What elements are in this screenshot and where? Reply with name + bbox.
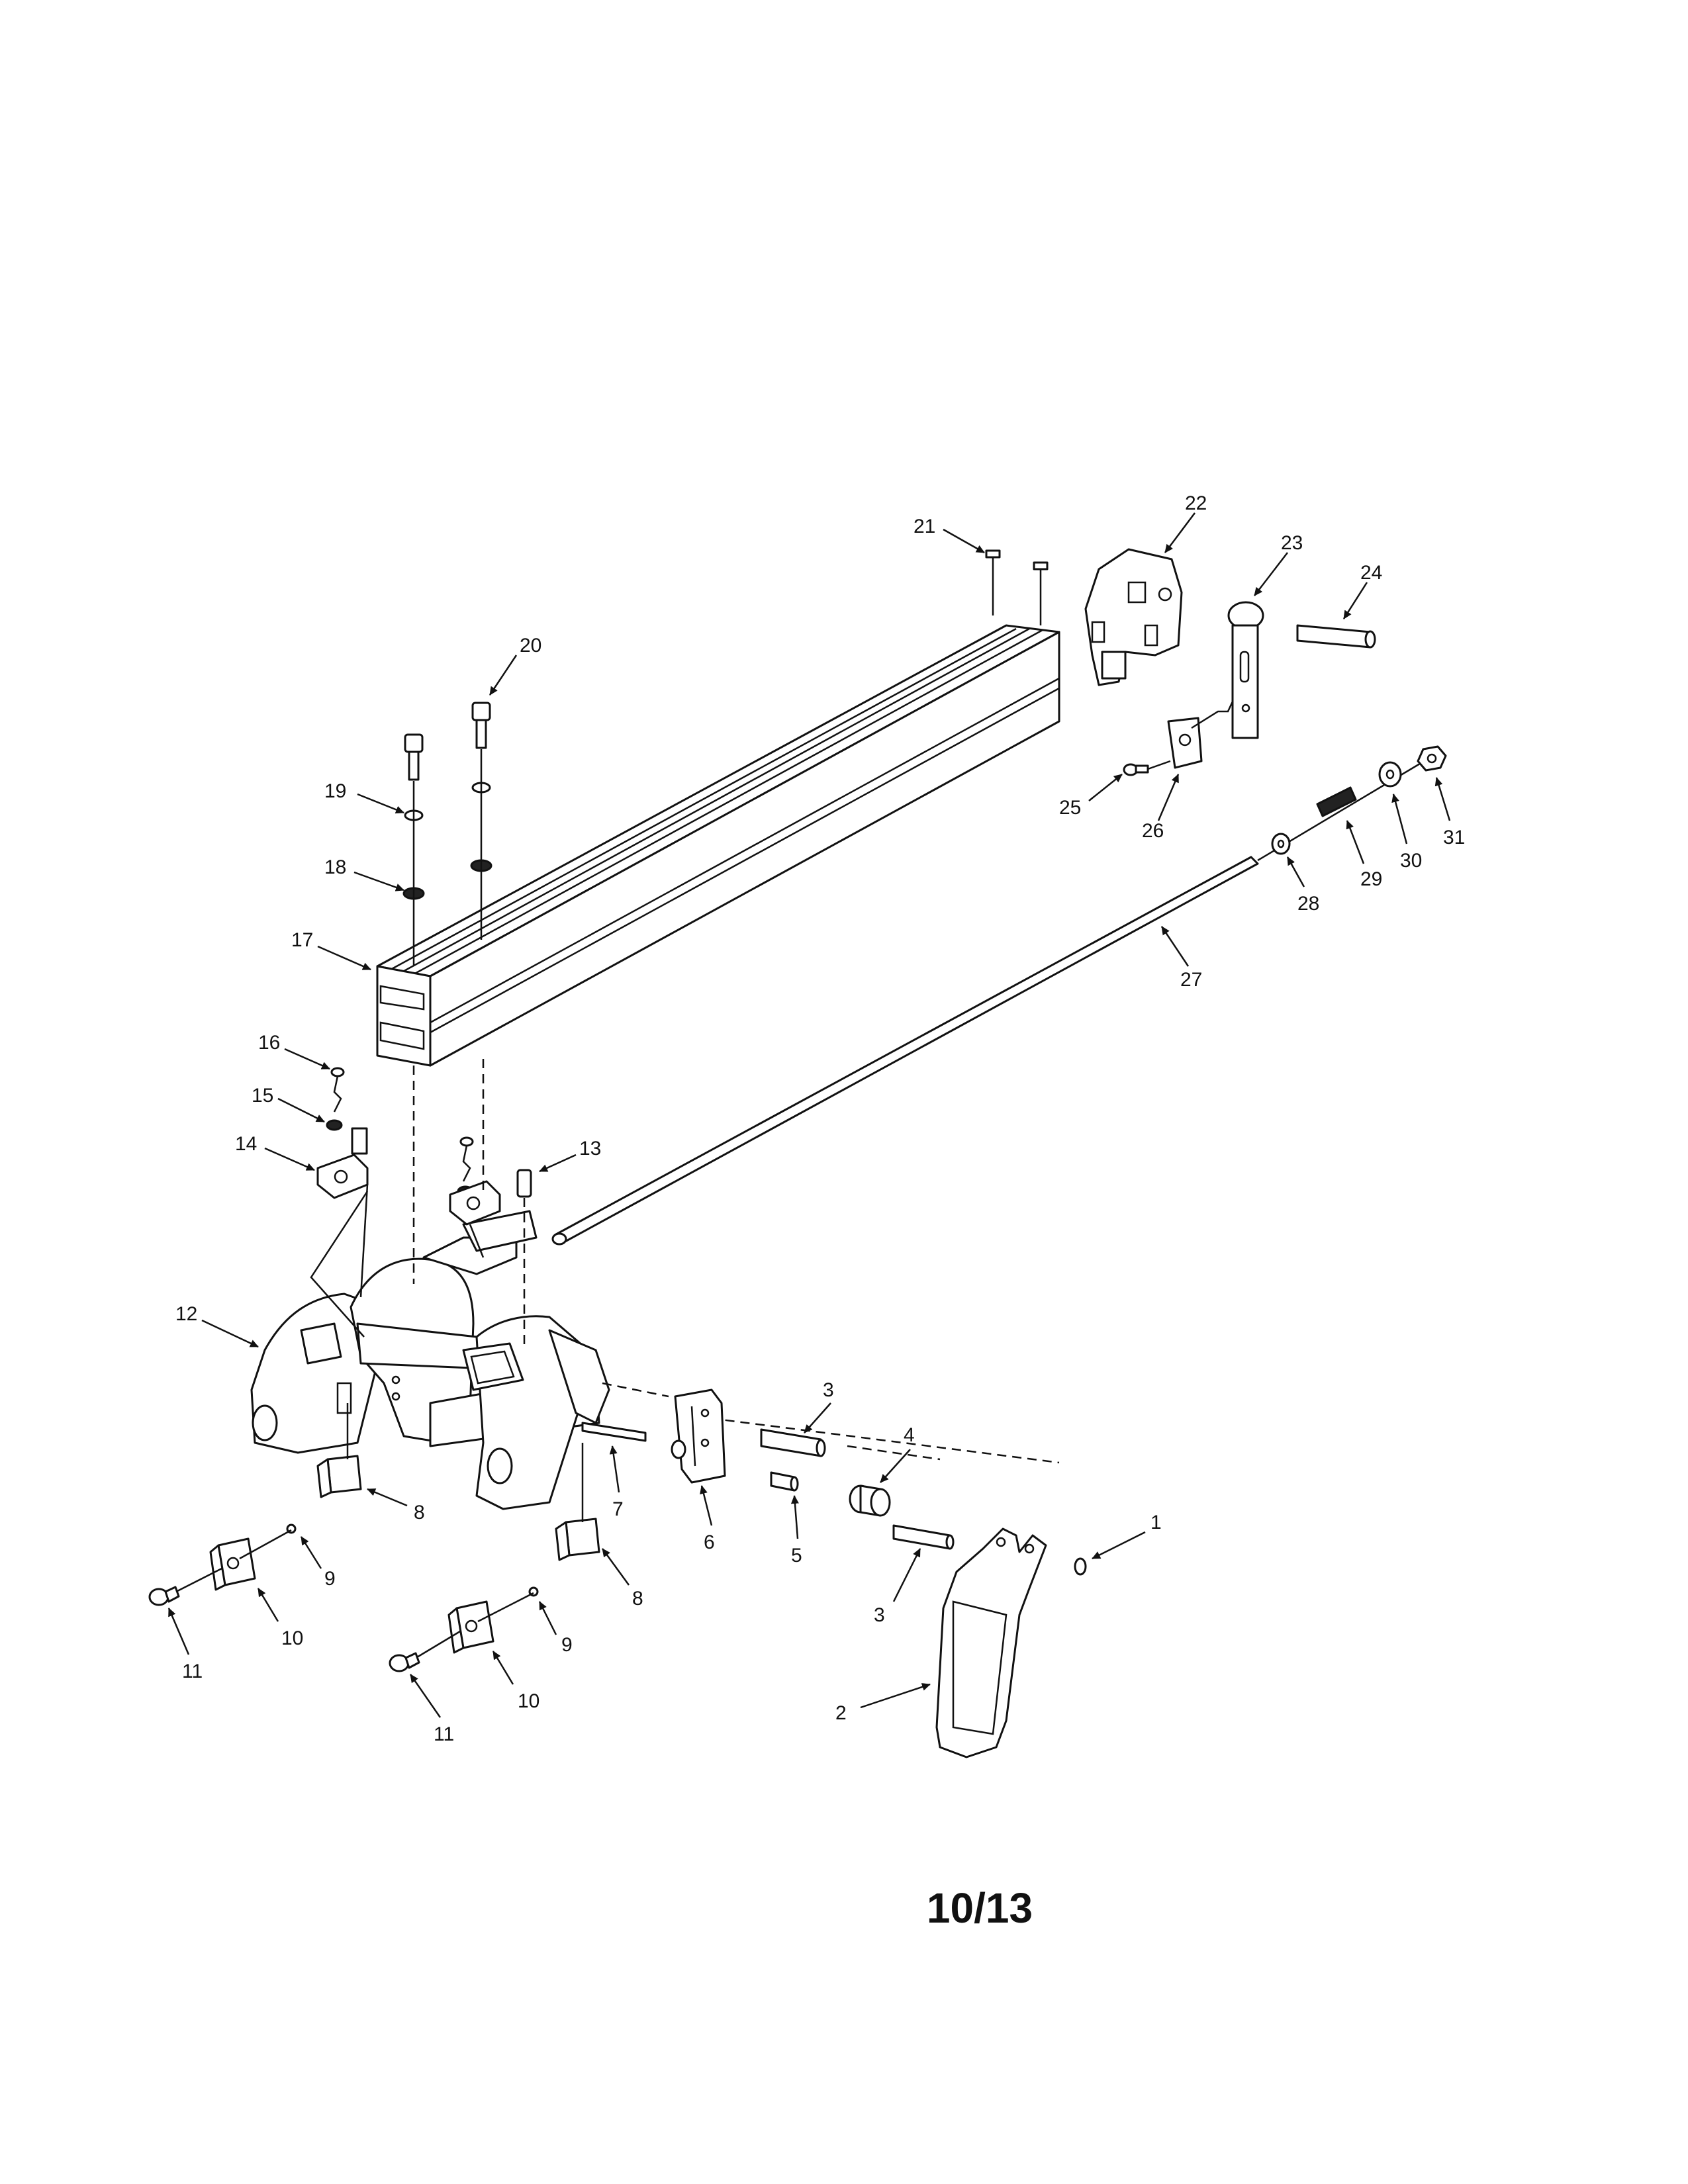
- callout-17: 17: [291, 929, 313, 951]
- clamp-plate-part-26: [1167, 701, 1234, 769]
- washer-part-18: [402, 859, 492, 900]
- callout-25: 25: [1059, 797, 1081, 819]
- callout-labels: 1 2 3 3 4 5 6 7 8 8 9 9 10 10 11 11 12 1…: [175, 492, 1465, 1745]
- callout-26: 26: [1142, 820, 1164, 842]
- washer-part-30: [1378, 761, 1402, 788]
- callout-10: 10: [518, 1690, 539, 1712]
- callout-9: 9: [561, 1634, 573, 1656]
- roller-part-4: [849, 1484, 891, 1517]
- callout-30: 30: [1400, 850, 1422, 872]
- callout-20: 20: [520, 635, 541, 657]
- screw-part-21: [985, 549, 1049, 625]
- callout-12: 12: [175, 1303, 197, 1325]
- fence-rail-part-17: [376, 624, 1060, 1067]
- rear-end-cap-part-22: [1084, 548, 1183, 686]
- clamp-block-part-10: [209, 1537, 494, 1654]
- pin-part-24: [1296, 624, 1376, 649]
- callout-11: 11: [434, 1723, 454, 1745]
- callout-10: 10: [281, 1627, 303, 1649]
- callout-16: 16: [258, 1032, 280, 1054]
- callout-8: 8: [414, 1502, 425, 1524]
- lock-handle-part-2: [935, 1527, 1047, 1758]
- callout-18: 18: [324, 856, 346, 878]
- lock-plate-part-14: [316, 1127, 501, 1226]
- callout-4: 4: [904, 1424, 915, 1446]
- callout-27: 27: [1180, 969, 1202, 991]
- e-ring-part-1: [1074, 1557, 1087, 1576]
- spring-pin-part-16: [330, 1067, 474, 1182]
- callout-28: 28: [1297, 893, 1319, 915]
- sleeve-part-13: [516, 1169, 532, 1198]
- screw-part-11: [148, 1586, 420, 1672]
- nut-part-31: [1417, 745, 1447, 772]
- callout-9: 9: [324, 1568, 336, 1590]
- callout-13: 13: [579, 1138, 601, 1160]
- callout-22: 22: [1185, 492, 1207, 514]
- fence-head-part-12: [250, 1210, 610, 1510]
- bracket-part-23: [1227, 601, 1264, 739]
- callout-8: 8: [632, 1588, 643, 1610]
- cap-screw-part-20: [404, 702, 491, 781]
- callout-3: 3: [823, 1379, 834, 1401]
- callout-24: 24: [1360, 562, 1382, 584]
- guide-bracket-part-6: [671, 1388, 726, 1484]
- callout-29: 29: [1360, 868, 1382, 890]
- callout-6: 6: [704, 1531, 715, 1553]
- callout-15: 15: [252, 1085, 273, 1107]
- clip-part-8: [316, 1455, 600, 1561]
- page-number: 10/13: [927, 1884, 1033, 1932]
- screw-part-25: [1123, 760, 1171, 776]
- callout-leaders: [167, 512, 1451, 1718]
- callout-23: 23: [1281, 532, 1303, 554]
- callout-2: 2: [835, 1702, 847, 1724]
- callout-5: 5: [791, 1545, 802, 1567]
- washer-part-28: [1271, 833, 1291, 855]
- bushing-part-5: [770, 1471, 799, 1492]
- spring-part-29: [1316, 786, 1357, 817]
- rod-part-27: [551, 856, 1259, 1246]
- lock-washer-part-19: [404, 782, 491, 821]
- callout-3: 3: [874, 1604, 885, 1626]
- callout-19: 19: [324, 780, 346, 802]
- pin-part-3: [760, 1428, 955, 1550]
- callout-21: 21: [914, 516, 935, 537]
- pin-part-7: [581, 1422, 647, 1442]
- callout-14: 14: [235, 1133, 257, 1155]
- callout-1: 1: [1150, 1512, 1162, 1533]
- callout-31: 31: [1443, 827, 1465, 848]
- callout-11: 11: [182, 1661, 203, 1682]
- callout-7: 7: [612, 1498, 624, 1520]
